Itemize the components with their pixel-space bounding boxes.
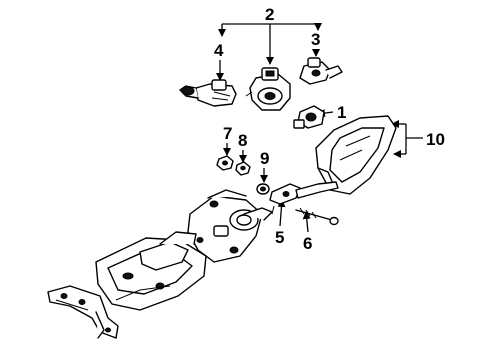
nut-part-8 <box>235 161 251 176</box>
column-cover-part <box>315 115 397 195</box>
column-tube-part <box>95 231 207 311</box>
bushing-part <box>256 183 270 195</box>
nut-part-7 <box>216 155 234 171</box>
wiper-switch-part <box>299 57 343 85</box>
callout-3: 3 <box>311 30 320 49</box>
callout-9: 9 <box>260 149 269 168</box>
callout-2: 2 <box>265 5 274 24</box>
leader-lines <box>216 23 423 233</box>
tilt-head-part <box>187 189 273 263</box>
combination-switch-body-part <box>245 67 291 111</box>
callout-10: 10 <box>426 130 445 149</box>
bolt-part <box>295 207 339 226</box>
callout-7: 7 <box>223 124 232 143</box>
turn-signal-switch-part <box>179 79 237 107</box>
callout-8: 8 <box>238 131 247 150</box>
sensor-part <box>293 105 325 129</box>
callout-4: 4 <box>214 41 224 60</box>
callout-1: 1 <box>337 103 346 122</box>
tilt-lever-part <box>269 181 339 215</box>
callout-5: 5 <box>275 228 284 247</box>
mounting-bracket-part <box>47 285 119 339</box>
callout-6: 6 <box>303 234 312 253</box>
